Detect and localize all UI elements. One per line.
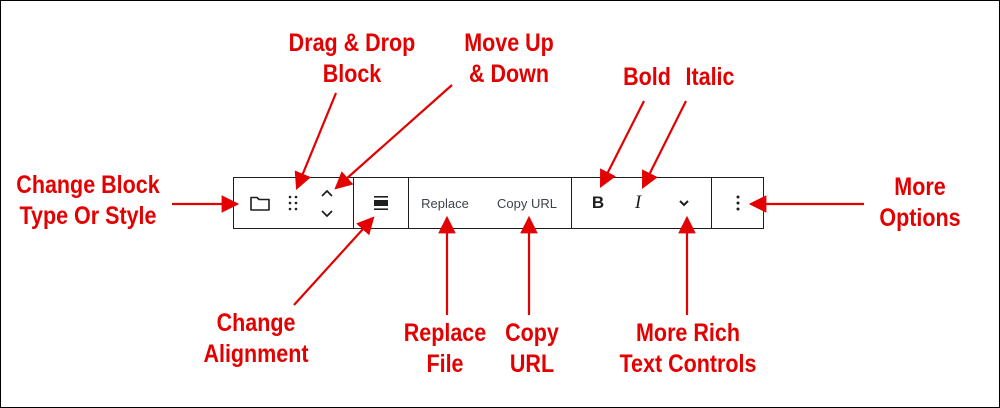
move-up-button[interactable] [314,181,340,205]
label-italic: Italic [685,63,735,91]
italic-button[interactable]: I [634,192,642,213]
toolbar-divider [711,178,712,228]
more-rich-text-button[interactable] [668,178,700,228]
align-center-icon [374,196,388,210]
block-toolbar: Replace Copy URL B I [233,177,764,229]
toolbar-divider [408,178,409,228]
label-more-options: More Options [879,173,961,232]
change-block-type-button[interactable] [244,178,276,228]
label-move-up-down: Move Up & Down [464,29,554,88]
more-options-button[interactable] [723,178,753,228]
chevron-up-icon [321,189,333,197]
label-copy-url: Copy URL [505,319,559,378]
chevron-down-icon [679,200,689,207]
label-bold: Bold [623,63,671,91]
label-change-block-type: Change Block Type Or Style [16,171,160,230]
label-more-rich-text: More Rich Text Controls [619,319,757,378]
change-alignment-button[interactable] [362,178,400,228]
label-drag-drop-block: Drag & Drop Block [288,29,416,88]
drag-handle-button[interactable] [282,178,304,228]
bold-button[interactable]: B [591,193,605,212]
copy-url-button[interactable]: Copy URL [497,195,557,211]
more-vertical-icon [736,195,740,211]
toolbar-divider [571,178,572,228]
folder-icon [250,196,270,211]
move-down-button[interactable] [314,202,340,226]
chevron-down-icon [321,210,333,218]
label-change-alignment: Change Alignment [203,309,309,368]
drag-handle-icon [288,195,298,211]
replace-button[interactable]: Replace [421,195,469,211]
toolbar-divider [353,178,354,228]
label-replace-file: Replace File [403,319,487,378]
